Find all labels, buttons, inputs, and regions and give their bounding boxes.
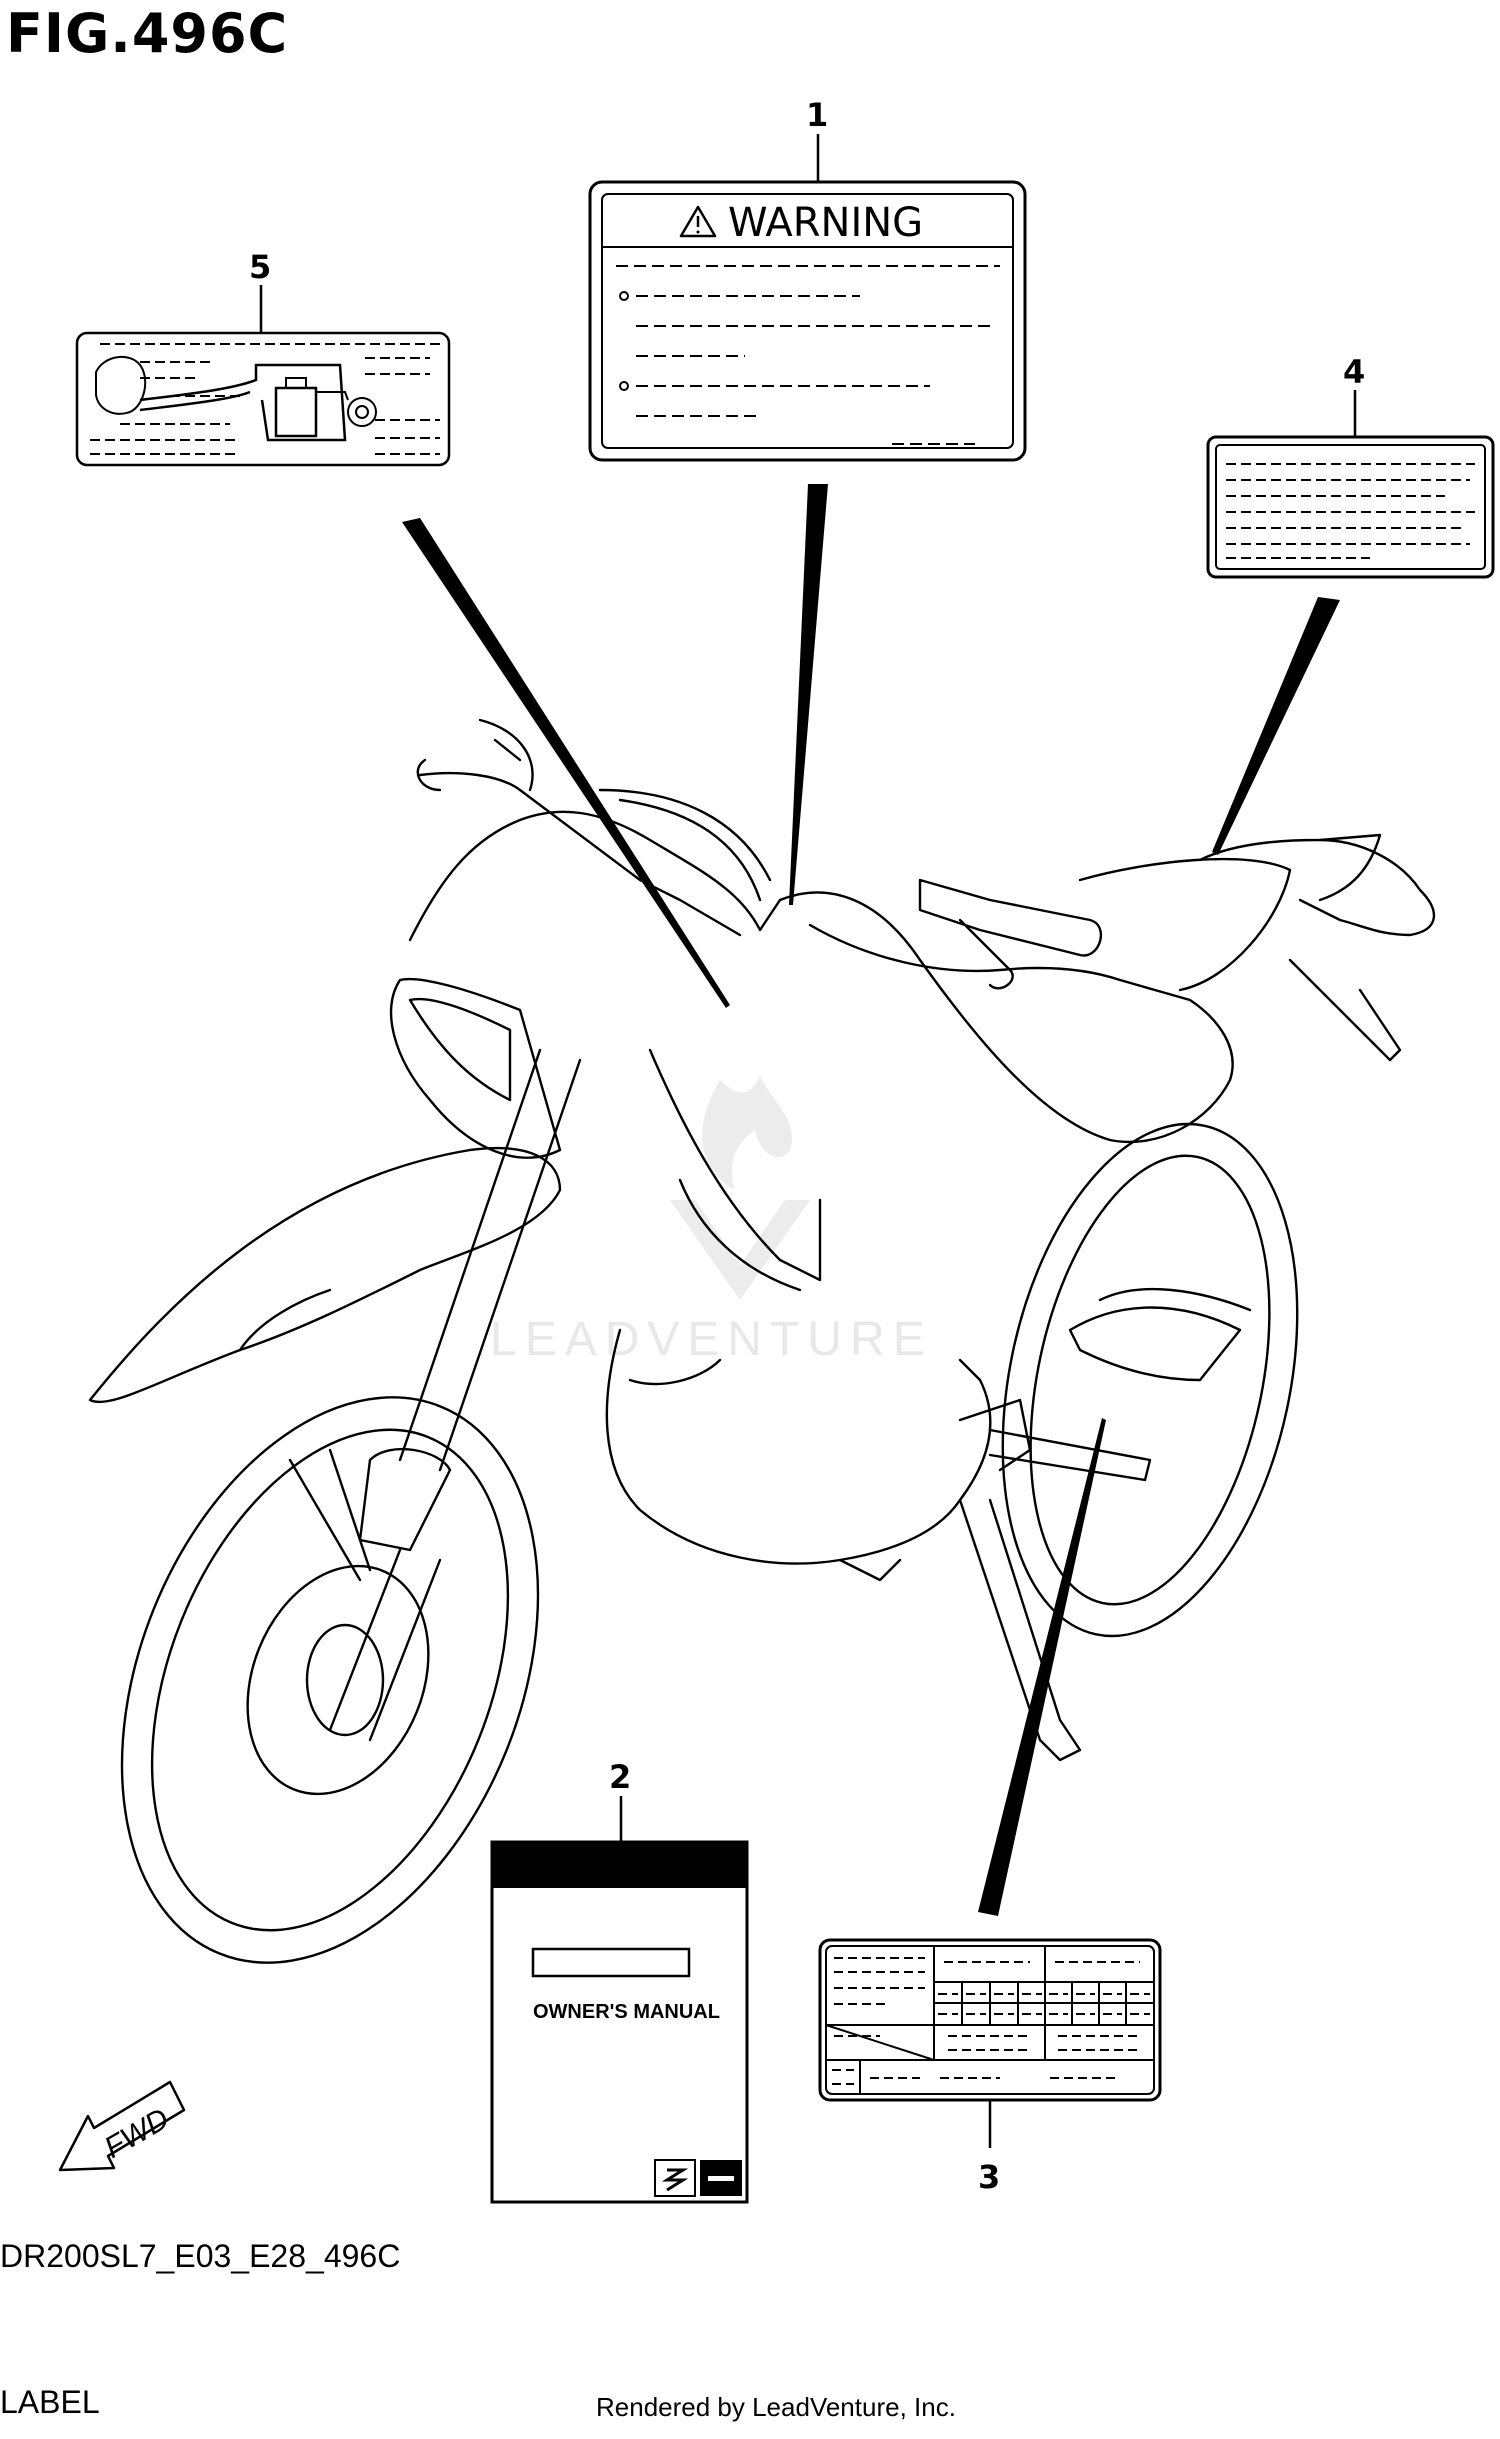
label-5-routing [75, 331, 451, 467]
callout-4: 4 [1343, 353, 1365, 391]
suzuki-logo-icon [654, 2159, 696, 2197]
label-1-warning: WARNING [588, 180, 1027, 462]
callout-3: 3 [978, 2158, 1000, 2196]
watermark-logo [670, 1075, 810, 1300]
engine [605, 1328, 992, 1565]
manual-title: OWNER'S MANUAL [533, 2001, 720, 2023]
fig-title: FIG.496C [6, 2, 289, 65]
rear-fender [1298, 838, 1436, 937]
warning-text: WARNING [728, 200, 923, 246]
diagram-code: DR200SL7_E03_E28_496C [0, 2238, 401, 2274]
leader-lines [402, 484, 1340, 1916]
label-3-information [818, 1938, 1162, 2102]
fwd-arrow: FWD [58, 2080, 186, 2172]
kickstand [958, 1498, 1082, 1762]
front-tire [120, 1396, 540, 1964]
leader-5 [402, 518, 730, 1008]
label-4-text [1206, 435, 1495, 579]
handlebar-left [418, 771, 742, 937]
seat [1078, 857, 1292, 992]
callout-2: 2 [609, 1758, 631, 1796]
owners-manual-book: OWNER'S MANUAL [490, 1840, 749, 2204]
callout-1: 1 [806, 96, 828, 134]
handlebar-right-grip [918, 878, 1102, 957]
rear-tire [1001, 1122, 1299, 1638]
fuel-tank [408, 810, 1234, 1144]
warning-triangle-icon [679, 205, 717, 238]
watermark-text: LEADVENTURE [490, 1313, 933, 1366]
rendered-by-footer: Rendered by LeadVenture, Inc. [596, 2392, 956, 2422]
leader-4 [1212, 597, 1340, 855]
motorcycle-outline [88, 718, 1436, 1964]
throttle-body-icon [347, 397, 377, 427]
tank-icon [95, 356, 147, 415]
diagram-category: LABEL [0, 2384, 100, 2420]
leader-1 [789, 484, 828, 905]
headlight-cowl [389, 977, 562, 1159]
callout-5: 5 [249, 248, 271, 286]
